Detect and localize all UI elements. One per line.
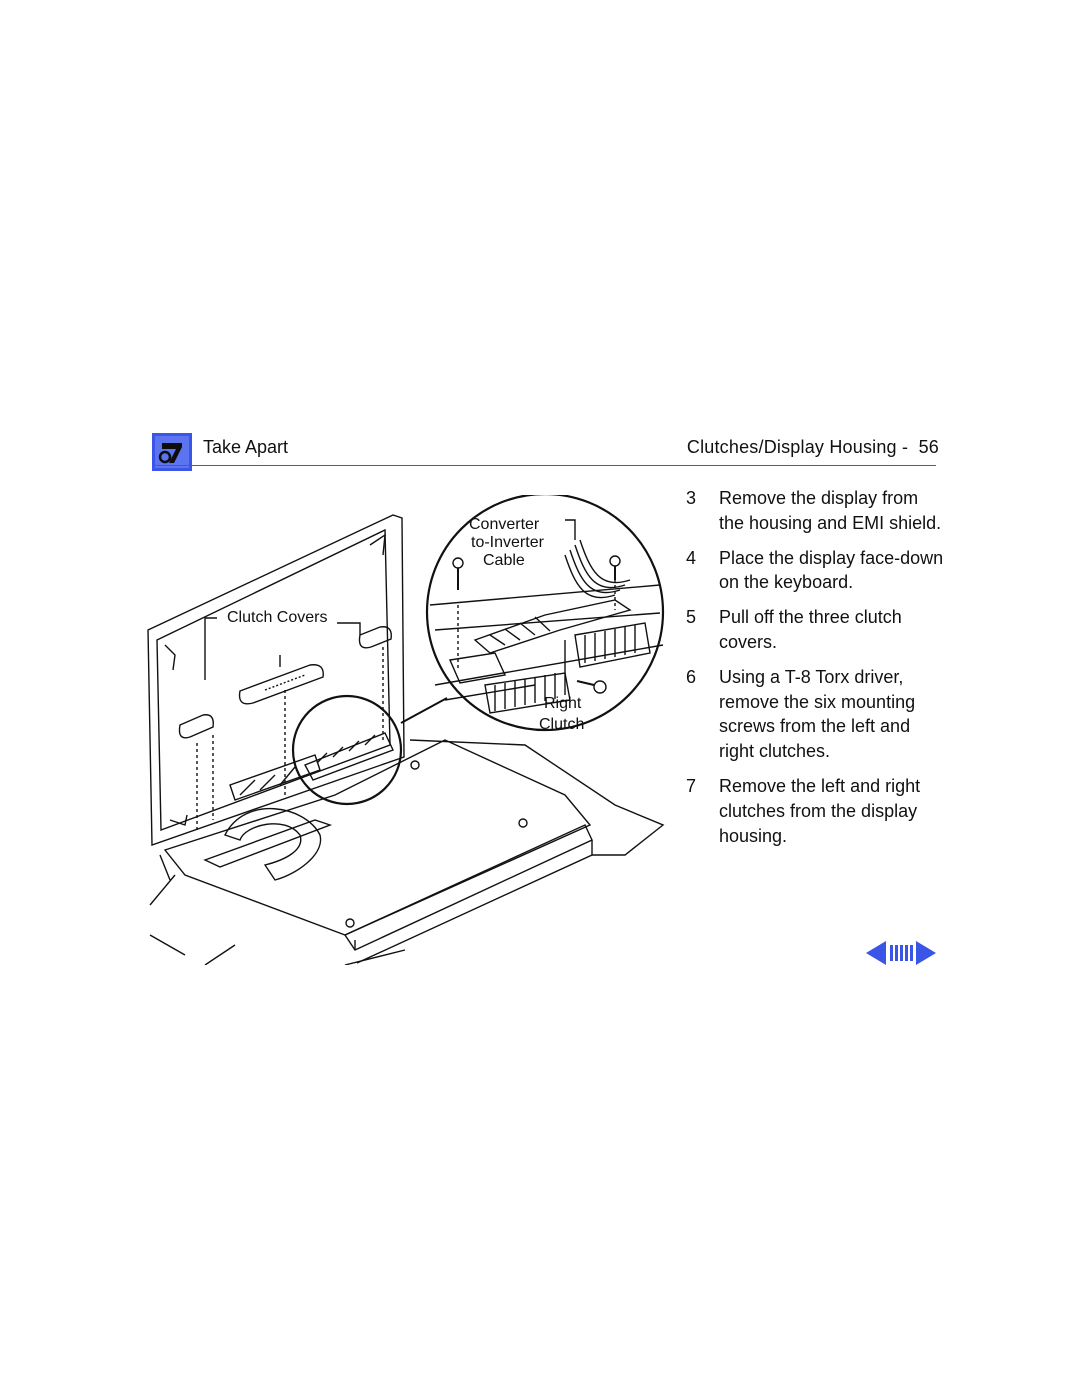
- right-arrow-icon[interactable]: [916, 941, 936, 965]
- step-text: Remove the display from the housing and …: [719, 488, 942, 533]
- procedure-steps: 3 Remove the display from the housing an…: [686, 486, 946, 858]
- header-divider: [152, 465, 936, 466]
- clutch-removal-illustration: Clutch Covers Converter to-Inverter Cabl…: [147, 495, 665, 965]
- step-number: 3: [686, 488, 697, 508]
- step-text: Place the display face-down on the keybo…: [719, 547, 944, 593]
- right-clutch-label-line2: Clutch: [539, 716, 584, 733]
- page-index-icon[interactable]: [890, 945, 913, 961]
- left-arrow-icon[interactable]: [866, 941, 886, 965]
- step-4: 4 Place the display face-down on the key…: [686, 546, 946, 596]
- page-title: Clutches/Display Housing - 56: [686, 437, 939, 457]
- cable-label-line3: Cable: [483, 552, 525, 569]
- step-text: Remove the left and right clutches from …: [719, 775, 921, 846]
- step-number: 7: [686, 775, 697, 796]
- right-clutch-label-line1: Right: [544, 695, 582, 712]
- step-number: 5: [686, 607, 697, 628]
- clutch-covers-label: Clutch Covers: [227, 609, 327, 626]
- toolbox-icon: [152, 433, 192, 471]
- cable-label-line1: Converter: [469, 516, 540, 533]
- step-number: 4: [686, 547, 697, 568]
- step-text: Pull off the three clutch covers.: [719, 607, 902, 652]
- step-number: 6: [686, 666, 697, 687]
- step-3: 3 Remove the display from the housing an…: [686, 486, 946, 536]
- step-7: 7 Remove the left and right clutches fro…: [686, 774, 946, 848]
- step-text: Using a T-8 Torx driver, remove the six …: [719, 666, 916, 762]
- step-6: 6 Using a T-8 Torx driver, remove the si…: [686, 665, 946, 764]
- page-navigation: [866, 941, 936, 965]
- section-title: Take Apart: [203, 437, 289, 457]
- cable-label-line2: to-Inverter: [471, 534, 545, 551]
- step-5: 5 Pull off the three clutch covers.: [686, 605, 946, 655]
